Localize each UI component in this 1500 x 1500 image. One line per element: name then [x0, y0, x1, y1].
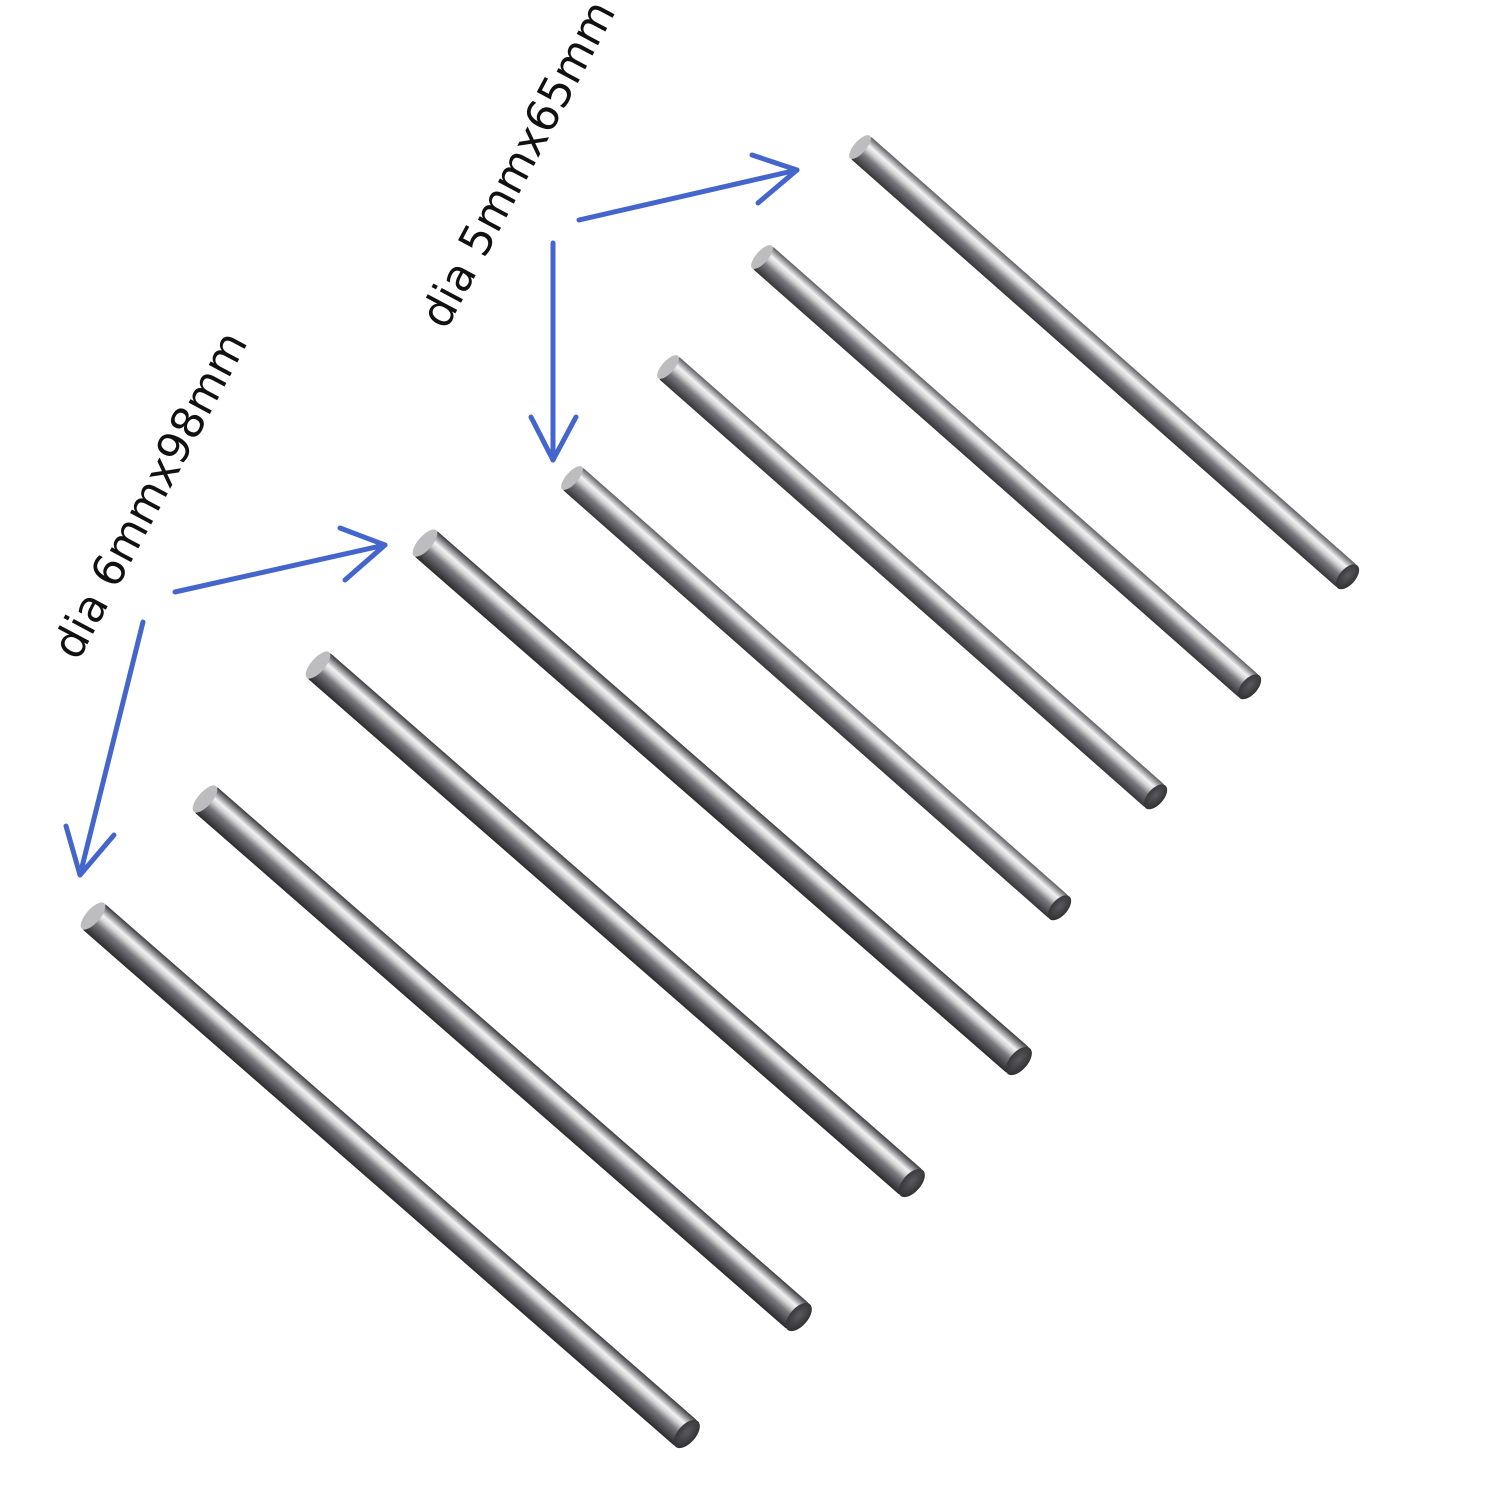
steel-pin	[305, 651, 925, 1198]
small-pin-group	[561, 135, 1360, 921]
steel-pin	[80, 902, 700, 1449]
arrow-icon	[528, 240, 579, 463]
arrow-icon	[576, 152, 800, 223]
steel-pin	[192, 785, 812, 1332]
large-pin-group	[80, 529, 1032, 1449]
steel-pin	[849, 135, 1360, 590]
steel-pin	[751, 245, 1262, 700]
arrow-icon	[172, 525, 388, 595]
steel-pin	[657, 355, 1168, 810]
arrow-icon	[63, 619, 146, 878]
steel-pin	[561, 466, 1072, 921]
steel-pin	[412, 529, 1032, 1076]
